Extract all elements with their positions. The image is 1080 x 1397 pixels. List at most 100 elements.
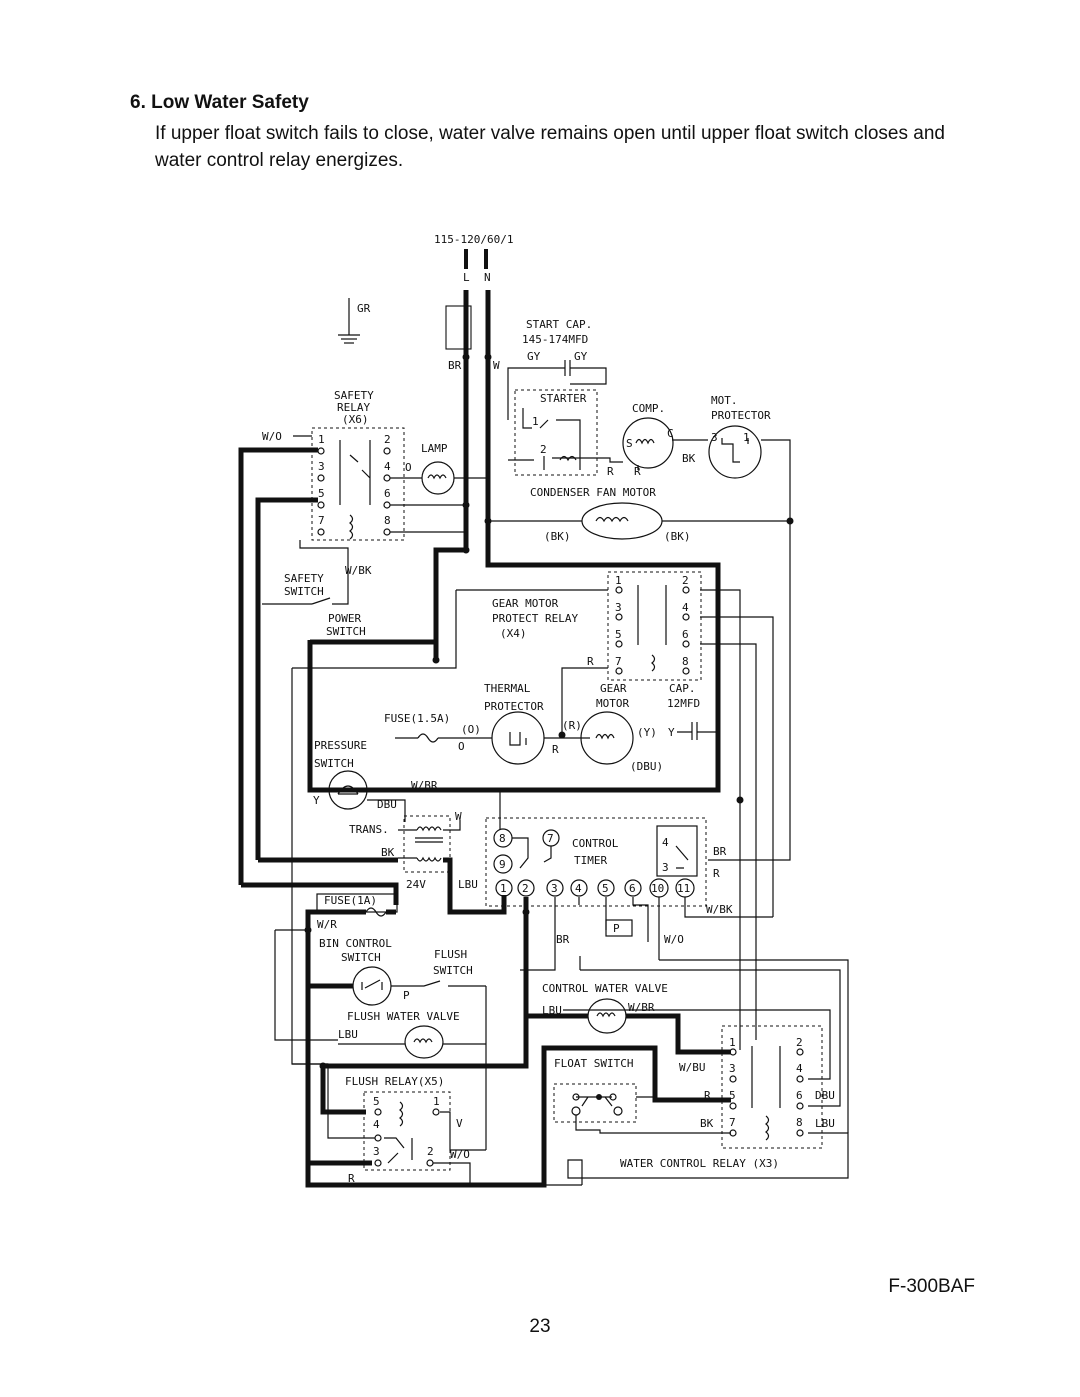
label-wo-timer: W/O [664, 933, 684, 946]
plug-box [445, 305, 472, 350]
bin-switch-symbol [361, 979, 383, 990]
comp-r1: R [607, 465, 614, 478]
thermal-protector [491, 711, 545, 765]
start-cap-mfd: 145-174MFD [522, 333, 588, 346]
svg-text:2: 2 [427, 1145, 434, 1158]
svg-text:4: 4 [796, 1062, 803, 1075]
junction [432, 656, 440, 664]
wire-wcr-right [563, 969, 841, 1107]
control-timer-box [485, 817, 707, 907]
svg-text:6: 6 [796, 1089, 803, 1102]
svg-text:8: 8 [682, 655, 689, 668]
label-wo-top: W/O [262, 430, 282, 443]
safety-relay-label3: (X6) [342, 413, 369, 426]
cap-label: CAP. [669, 682, 696, 695]
fan-bk-right: (BK) [664, 530, 691, 543]
svg-text:2: 2 [682, 574, 689, 587]
wire-fr-v [440, 1111, 486, 1151]
svg-text:2: 2 [384, 433, 391, 446]
svg-text:7: 7 [729, 1116, 736, 1129]
control-label: CONTROL [572, 837, 619, 850]
label-br-timer: BR [713, 845, 727, 858]
label-bk-trans: BK [381, 846, 395, 859]
wire-wo-bottom [241, 882, 399, 905]
wire-5-thick [255, 497, 318, 860]
wire-gear-relay [292, 589, 608, 669]
float-switch-box [553, 1083, 637, 1123]
wire-relay-right [390, 504, 466, 533]
fuse1-label: FUSE(1A) [324, 894, 377, 907]
wire-n-main [307, 357, 721, 793]
svg-text:3: 3 [318, 460, 325, 473]
label-lbu-trans: LBU [458, 878, 478, 891]
junction [462, 501, 470, 509]
trans-label: TRANS. [349, 823, 389, 836]
svg-text:3: 3 [373, 1145, 380, 1158]
power-switch-label: POWER [328, 612, 361, 625]
timer-terminals: 8 9 7 1 2 3 4 5 6 10 11 [493, 828, 695, 898]
label-dbu-press: DBU [377, 798, 397, 811]
fuse-1a [365, 907, 387, 917]
fuse15-label: FUSE(1.5A) [384, 712, 450, 725]
label-o-fuse: O [458, 740, 465, 753]
water-control-relay-box [721, 1025, 823, 1149]
wire-timer-11 [684, 897, 773, 918]
label-lbu-wcr: LBU [815, 1117, 835, 1130]
svg-text:6: 6 [629, 882, 636, 895]
float-switch [571, 1093, 623, 1116]
timer-relay-3: 3 [662, 861, 669, 874]
svg-text:7: 7 [615, 655, 622, 668]
section-description: If upper float switch fails to close, wa… [155, 123, 945, 171]
svg-text:4: 4 [682, 601, 689, 614]
junction [558, 731, 566, 739]
safety-switch-contact [311, 597, 331, 605]
label-y: Y [668, 726, 675, 739]
svg-text:3: 3 [551, 882, 558, 895]
svg-text:1: 1 [500, 882, 507, 895]
condenser-fan-label: CONDENSER FAN MOTOR [530, 486, 656, 499]
svg-text:2: 2 [522, 882, 529, 895]
label-24v: 24V [406, 878, 426, 891]
wire-timer-bottom [554, 897, 660, 960]
svg-text:1: 1 [433, 1095, 440, 1108]
wire-l-drop [433, 547, 466, 660]
page-number: 23 [529, 1316, 551, 1337]
mp-contacts [721, 438, 749, 463]
label-r-timer: R [713, 867, 720, 880]
label-wo-fr: W/O [450, 1148, 470, 1161]
cwv-winding [596, 1012, 616, 1018]
wire-timer2-thick [323, 897, 529, 1069]
gear-capacitor [677, 722, 718, 740]
svg-text:2: 2 [796, 1036, 803, 1049]
wire-float-relay [575, 1096, 731, 1134]
mp-3: 3 [711, 431, 718, 444]
label-wbk: W/BK [345, 564, 372, 577]
comp-s: S [626, 437, 633, 450]
wire-trans-top [398, 820, 461, 831]
label-dbu-paren: (DBU) [630, 760, 663, 773]
wire-cwv-right [626, 1013, 731, 1055]
wire-fr-3-thick [305, 1130, 372, 1166]
thermal-label: THERMAL [484, 682, 531, 695]
svg-text:4: 4 [384, 460, 391, 473]
svg-text:1: 1 [615, 574, 622, 587]
safety-relay-label2: RELAY [337, 401, 370, 414]
svg-text:10: 10 [651, 882, 664, 895]
condenser-fan-motor [581, 502, 663, 540]
wire-fr-2 [433, 1162, 582, 1186]
label-r-gear: R [587, 655, 594, 668]
label-y-press: Y [313, 794, 320, 807]
svg-text:1: 1 [729, 1036, 736, 1049]
thermal-label2: PROTECTOR [484, 700, 544, 713]
wire-gear-right [700, 589, 774, 905]
transformer-box [403, 815, 451, 873]
svg-text:7: 7 [547, 832, 554, 845]
svg-text:4: 4 [373, 1118, 380, 1131]
svg-text:6: 6 [384, 487, 391, 500]
timer-relay-4: 4 [662, 836, 669, 849]
power-switch-label2: SWITCH [326, 625, 366, 638]
junction [484, 517, 492, 525]
pressure-symbol [337, 785, 359, 795]
